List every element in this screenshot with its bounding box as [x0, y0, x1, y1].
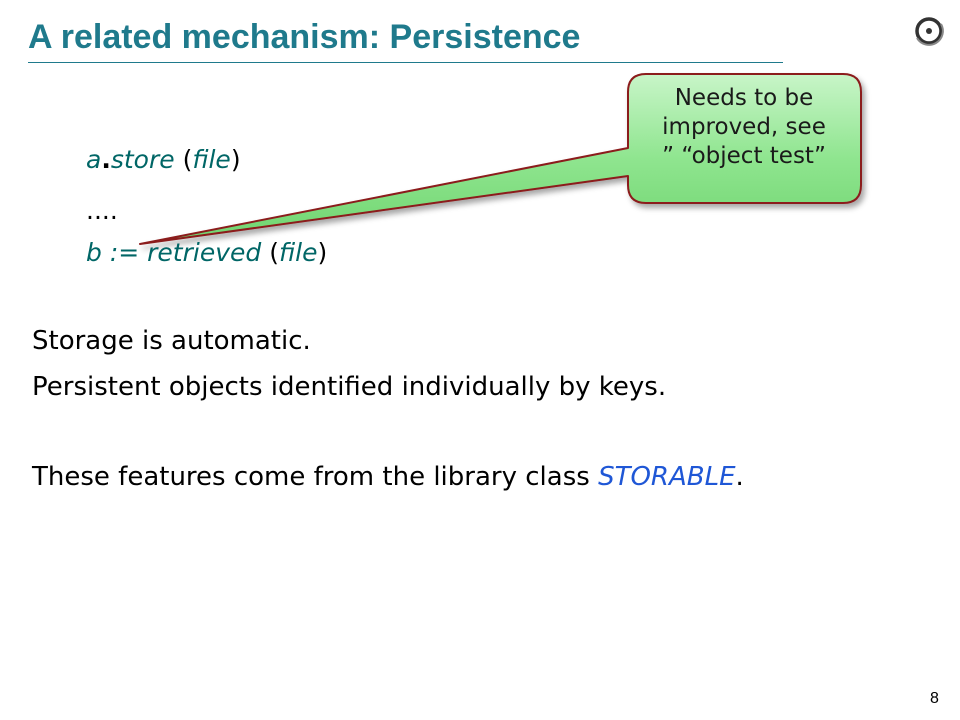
callout-line: Needs to be	[674, 85, 814, 111]
body-line-features: These features come from the library cla…	[32, 462, 744, 492]
body-line-persistent: Persistent objects identified individual…	[32, 372, 667, 402]
class-name-storable: STORABLE	[598, 462, 736, 492]
code-line-retrieved: b := retrieved (file)	[86, 238, 327, 267]
code-paren-open: (	[261, 238, 279, 267]
code-target: b	[86, 238, 102, 267]
callout-text: Needs to be improved, see ” “object test…	[628, 84, 860, 171]
code-paren-close: )	[230, 145, 241, 174]
title-divider	[28, 62, 783, 63]
eiffel-logo-icon	[915, 17, 944, 46]
callout-line: ” “object test”	[662, 143, 826, 169]
code-argument: file	[278, 238, 318, 267]
code-argument: file	[192, 145, 231, 174]
body-features-prefix: These features come from the library cla…	[32, 462, 599, 492]
code-feature: store	[110, 145, 175, 174]
callout-line: improved, see	[662, 114, 826, 140]
code-line-store: a.store (file)	[86, 145, 241, 174]
code-dot: .	[101, 145, 111, 174]
code-object: a	[86, 145, 102, 174]
code-paren-close: )	[317, 238, 328, 267]
page-number: 8	[930, 690, 939, 707]
code-paren-open: (	[174, 145, 193, 174]
code-function: retrieved	[147, 238, 262, 267]
code-assign: :=	[101, 238, 148, 267]
code-ellipsis: ....	[86, 196, 118, 225]
body-line-storage: Storage is automatic.	[32, 326, 311, 356]
slide-title: A related mechanism: Persistence	[28, 18, 581, 56]
body-features-suffix: .	[735, 462, 744, 492]
